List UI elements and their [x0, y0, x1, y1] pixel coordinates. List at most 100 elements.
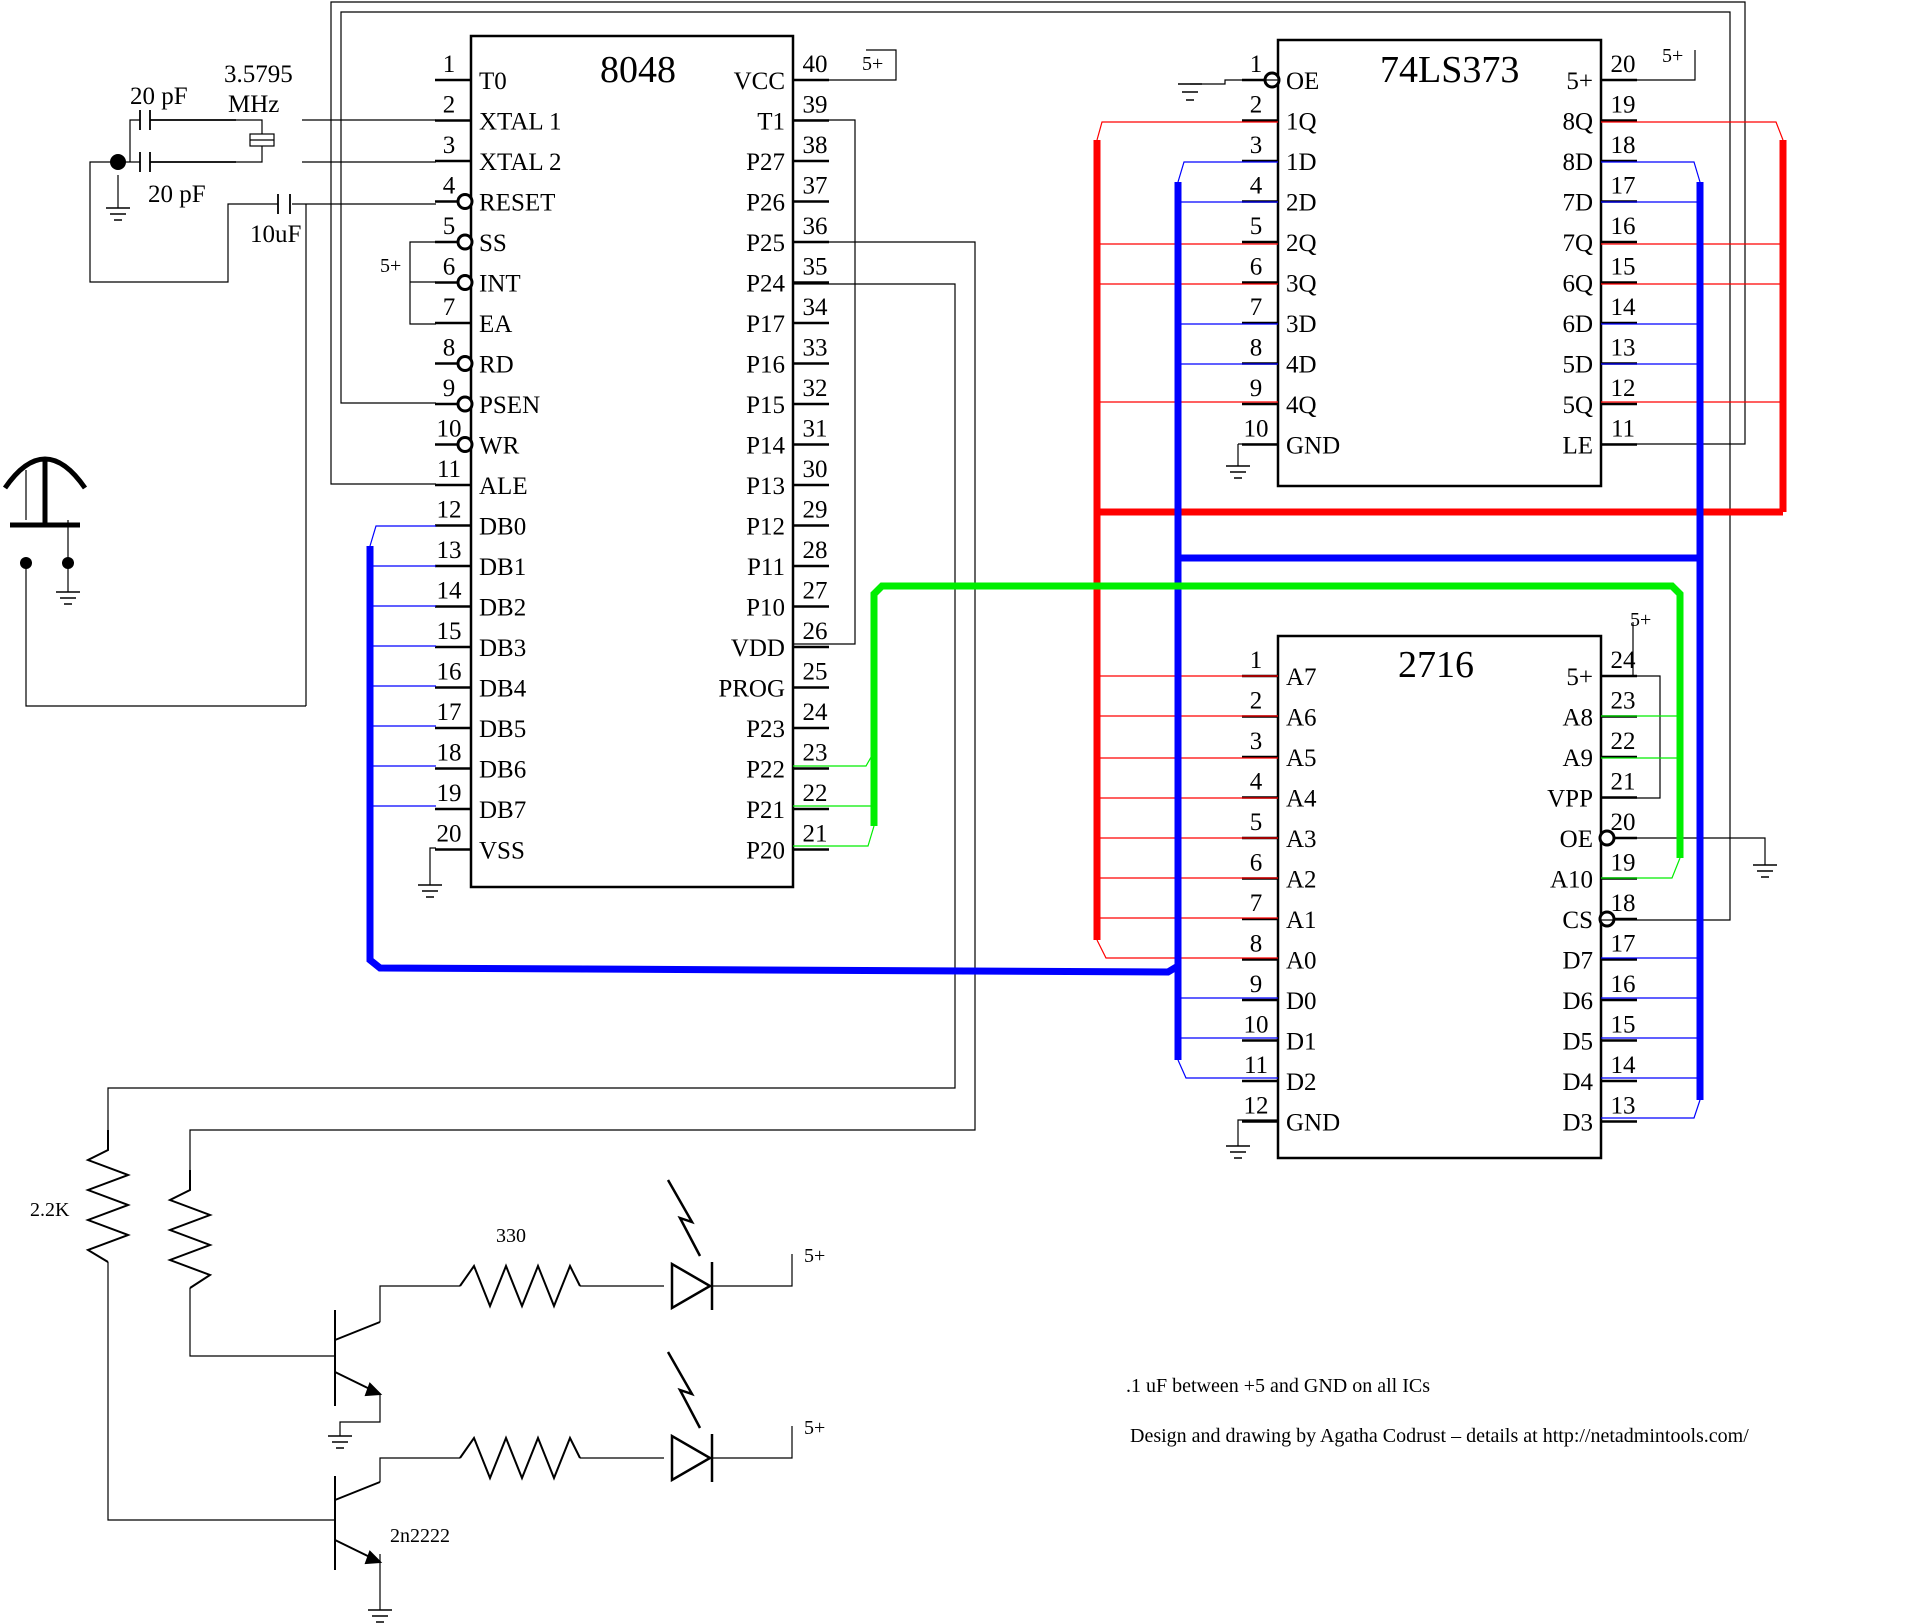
chip-pin: 7EA	[435, 294, 512, 338]
chip-pin: 245+	[1566, 647, 1637, 691]
pin-number: 20	[1611, 51, 1636, 78]
pin-number: 10	[437, 416, 462, 443]
inverting-bubble	[1598, 829, 1616, 847]
pin-signal: D1	[1286, 1029, 1317, 1056]
pin-signal: INT	[479, 271, 521, 298]
pin-signal: DB5	[479, 716, 526, 743]
led-symbols	[666, 1179, 714, 1483]
pin-number: 39	[803, 92, 828, 119]
chip-74ls373: 74LS373 1OE21Q31D42D52Q63Q73D84D94Q10GND…	[1242, 38, 1637, 488]
pin-number: 34	[803, 294, 829, 321]
pin-number: 19	[1611, 92, 1636, 119]
pin-signal: 6Q	[1562, 271, 1593, 298]
pin-signal: EA	[479, 311, 512, 338]
pin-signal: 5D	[1562, 352, 1593, 379]
pin-signal: A9	[1562, 745, 1593, 772]
pin-number: 6	[1250, 850, 1263, 877]
pin-signal: D7	[1562, 948, 1593, 975]
reset-cap-label: 10uF	[250, 221, 301, 248]
pin-signal: A4	[1286, 786, 1317, 813]
pin-number: 28	[803, 537, 828, 564]
pin-signal: P21	[746, 797, 785, 824]
pin-number: 7	[1250, 294, 1263, 321]
pin-signal: D5	[1562, 1029, 1593, 1056]
inverting-bubble	[456, 395, 474, 413]
pin-signal: P27	[746, 149, 785, 176]
pin-number: 8	[1250, 931, 1263, 958]
pin-signal: VSS	[479, 838, 525, 865]
chip-pin: 3A5	[1242, 728, 1317, 772]
pin-signal: VDD	[731, 635, 785, 662]
pin-signal: OE	[1286, 68, 1319, 95]
chip-pin: 52Q	[1242, 213, 1317, 257]
pin-signal: DB6	[479, 757, 526, 784]
pin-number: 8	[443, 335, 456, 362]
pin-signal: 8Q	[1562, 109, 1593, 136]
cap-top-label: 20 pF	[130, 83, 188, 110]
pin-signal: A3	[1286, 826, 1317, 853]
pin-number: 18	[1611, 132, 1636, 159]
pin-signal: GND	[1286, 433, 1340, 460]
led-resistor-label: 330	[496, 1225, 526, 1247]
pin-signal: XTAL 2	[479, 149, 561, 176]
pin-number: 4	[1250, 769, 1263, 796]
pin-number: 14	[1611, 294, 1637, 321]
chip-pin: 205+	[1566, 51, 1637, 95]
pin-signal: P11	[747, 554, 785, 581]
pin-number: 26	[803, 618, 828, 645]
pin-signal: 1Q	[1286, 109, 1317, 136]
pin-number: 1	[1250, 647, 1263, 674]
pin-number: 10	[1244, 416, 1269, 443]
pin-signal: D3	[1562, 1110, 1593, 1137]
junction-dot	[110, 154, 126, 170]
pin-number: 30	[803, 456, 828, 483]
chip-pin: 8A0	[1242, 931, 1317, 975]
control-wiring	[25, 1, 1766, 1610]
pin-number: 4	[443, 173, 456, 200]
chip-pin: 73D	[1242, 294, 1317, 338]
inverting-bubble	[1598, 910, 1616, 928]
pin-number: 6	[443, 254, 456, 281]
cap-bottom-label: 20 pF	[148, 181, 206, 208]
pin-signal: DB7	[479, 797, 526, 824]
pin-number: 17	[437, 699, 462, 726]
pin-signal: 5+	[1566, 664, 1593, 691]
pin-number: 25	[803, 659, 828, 686]
chip-pin: 5SS	[435, 213, 507, 257]
pin-signal: OE	[1560, 826, 1593, 853]
chip-2716-right-pins: 245+23A822A921VPP20OE19A1018CS17D716D615…	[1547, 647, 1637, 1137]
pin-signal: DB1	[479, 554, 526, 581]
pin-number: 20	[437, 821, 462, 848]
inverting-bubble	[456, 233, 474, 251]
pin-signal: DB3	[479, 635, 526, 662]
speaker-terminal	[20, 557, 32, 569]
pin-number: 38	[803, 132, 828, 159]
pin-number: 22	[803, 780, 828, 807]
pin-number: 12	[437, 497, 462, 524]
pin-number: 2	[1250, 688, 1263, 715]
pin-signal: D0	[1286, 988, 1317, 1015]
pin-number: 9	[1250, 375, 1263, 402]
pin-signal: PSEN	[479, 392, 540, 419]
pin-signal: A0	[1286, 948, 1317, 975]
